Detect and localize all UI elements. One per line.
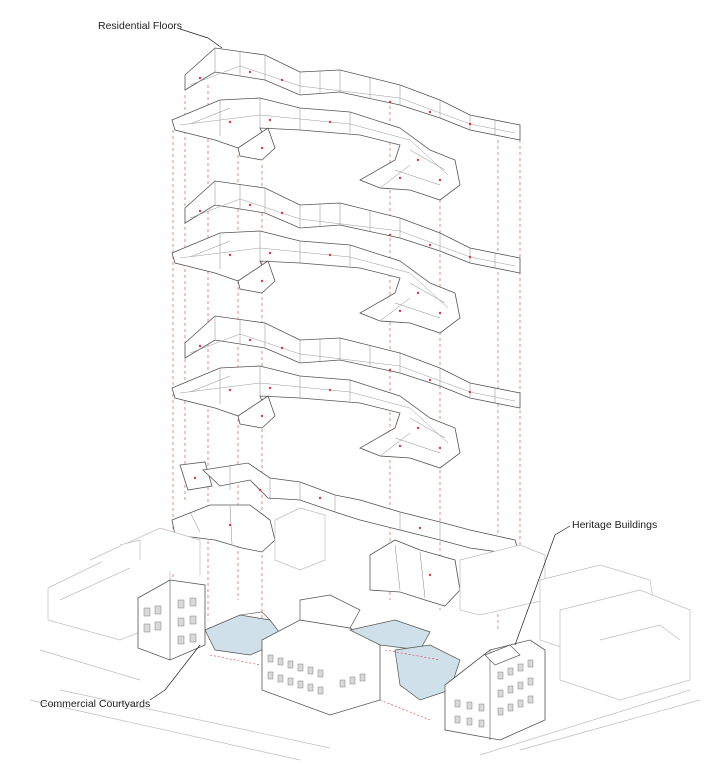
leader-lines	[149, 28, 571, 701]
podium-floor	[171, 461, 521, 607]
label-commercial-courtyards: Commercial Courtyards	[40, 698, 151, 710]
label-heritage-buildings: Heritage Buildings	[572, 519, 658, 531]
residential-floor-3	[171, 315, 521, 469]
label-residential-floors: Residential Floors	[98, 20, 183, 32]
ground-buildings	[137, 579, 546, 741]
residential-floor-2	[171, 180, 521, 334]
context-buildings	[29, 507, 701, 761]
residential-floor-1	[171, 47, 521, 201]
